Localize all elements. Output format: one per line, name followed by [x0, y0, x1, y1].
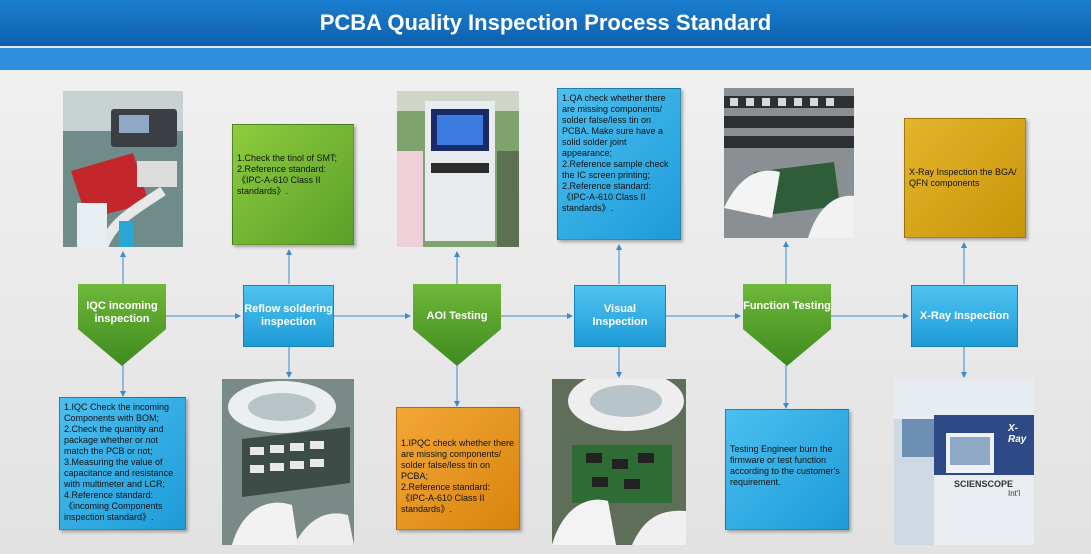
note-aoi-line: 1.IPQC check whether there are missing c…	[401, 438, 515, 481]
note-iqc-line: 2.Check the quantity and package whether…	[64, 424, 164, 456]
step-function-label: Function Testing	[743, 300, 831, 312]
step-reflow: Reflow soldering inspection	[243, 285, 334, 347]
step-aoi-label: AOI Testing	[426, 310, 488, 322]
note-iqc-line: 1.IQC Check the incoming Components with…	[64, 402, 170, 423]
note-visual-line: 2.Reference sample check the IC screen p…	[562, 159, 669, 180]
note-iqc-line: 3.Measuring the value of capacitance and…	[64, 457, 174, 489]
step-visual: Visual Inspection	[574, 285, 666, 347]
photo-visual-magnifier	[552, 379, 686, 545]
note-visual-line: 1.QA check whether there are missing com…	[562, 93, 666, 158]
step-xray-label: X-Ray Inspection	[919, 309, 1010, 322]
photo-reflow-board	[222, 379, 354, 545]
step-visual-label: Visual Inspection	[592, 303, 648, 328]
page-title: PCBA Quality Inspection Process Standard	[0, 0, 1091, 46]
note-aoi-line: 2.Reference standard: 《IPC-A-610 Class I…	[401, 482, 491, 514]
note-visual-line: 2.Reference standard: 《IPC-A-610 Class I…	[562, 181, 652, 213]
note-reflow: 1.Check the tinol of SMT; 2.Reference st…	[232, 124, 354, 245]
note-iqc-line: 4.Reference standard: 《incoming Componen…	[64, 490, 163, 522]
photo-aoi-machine	[397, 91, 519, 247]
note-function: Testing Engineer burn the firmware or te…	[725, 409, 849, 530]
photo-function-testing	[724, 88, 854, 238]
header-subbar	[0, 48, 1091, 70]
step-reflow-label: Reflow soldering inspection	[244, 303, 333, 328]
xray-machine-brand: SCIENSCOPE	[954, 479, 1014, 489]
step-iqc-label: IQC incoming inspection	[86, 300, 158, 325]
photo-iqc-multimeter	[63, 91, 183, 247]
note-aoi: 1.IPQC check whether there are missing c…	[396, 407, 520, 530]
photo-xray-machine: X-Ray SCIENSCOPE Int'l	[894, 379, 1034, 545]
note-reflow-line: 2.Reference standard: 《IPC-A-610 Class I…	[237, 164, 327, 196]
note-function-line: Testing Engineer burn the firmware or te…	[730, 444, 840, 487]
note-iqc: 1.IQC Check the incoming Components with…	[59, 397, 186, 530]
note-reflow-line: 1.Check the tinol of SMT;	[237, 153, 338, 163]
note-visual: 1.QA check whether there are missing com…	[557, 88, 681, 240]
xray-machine-logo: X-Ray	[1008, 423, 1027, 445]
note-xray: X-Ray Inspection the BGA/ QFN components	[904, 118, 1026, 238]
note-xray-line: X-Ray Inspection the BGA/ QFN components	[909, 167, 1017, 188]
xray-machine-suffix: Int'l	[1008, 489, 1021, 498]
step-xray: X-Ray Inspection	[911, 285, 1018, 347]
